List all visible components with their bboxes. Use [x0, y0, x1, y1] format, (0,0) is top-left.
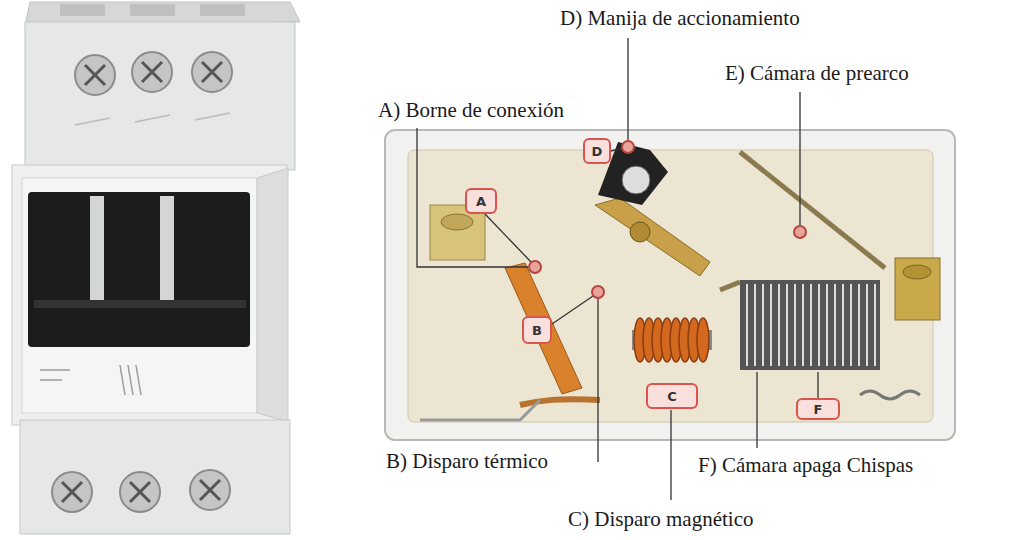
callout-letter: F — [814, 403, 823, 416]
callout-letter: B — [532, 324, 542, 337]
callout-letter-box: F — [796, 398, 840, 420]
part-label: E) Cámara de prearco — [722, 60, 912, 86]
callout-letter: C — [667, 390, 677, 403]
callout-letter-box: A — [465, 188, 497, 214]
part-label: F) Cámara apaga Chispas — [695, 452, 916, 478]
callout-letter-box: C — [646, 383, 698, 409]
breaker-photo — [12, 2, 300, 534]
part-label: D) Manija de accionamiento — [557, 5, 803, 31]
callout-letter-box: D — [583, 138, 611, 164]
part-label: B) Disparo térmico — [383, 448, 551, 474]
callout-letter-box: B — [522, 316, 552, 344]
breaker-cutaway — [385, 130, 955, 440]
part-label: C) Disparo magnético — [565, 506, 756, 532]
part-label: A) Borne de conexión — [375, 97, 567, 123]
callout-letter: D — [592, 145, 603, 158]
leader-markers — [529, 141, 806, 298]
callout-letter: A — [476, 195, 486, 208]
